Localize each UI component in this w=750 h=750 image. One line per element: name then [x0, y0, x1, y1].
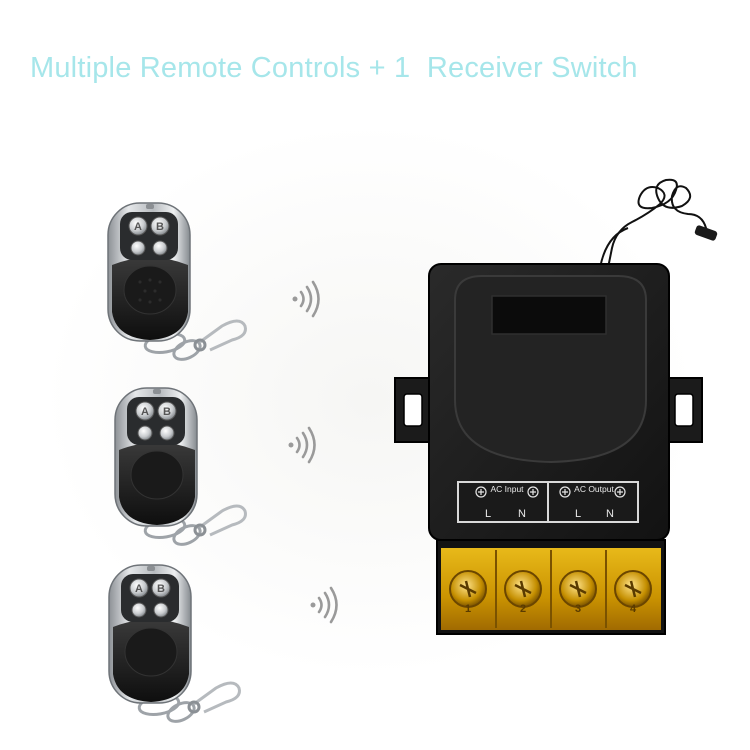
page-title: Multiple Remote Controls + 1 Receiver Sw…: [30, 52, 638, 84]
ac-input-label: AC Input: [490, 484, 524, 494]
terminal-number: 2: [520, 603, 526, 615]
ac-output-label: AC Output: [574, 484, 614, 494]
remote-button-a-label: A: [141, 406, 149, 418]
remote-button-a[interactable]: [129, 578, 149, 598]
keyring-icon: [137, 681, 241, 723]
remote-button-b-label: B: [156, 221, 164, 233]
remote-control-2: A B: [114, 387, 247, 546]
remote-button-a[interactable]: [135, 401, 155, 421]
terminal-screw[interactable]: [559, 570, 597, 608]
remote-button-b-label: B: [163, 406, 171, 418]
output-terminal-l: L: [575, 508, 581, 520]
remote-button-d[interactable]: [152, 240, 168, 256]
remote-button-b-label: B: [157, 583, 165, 595]
input-terminal-n: N: [518, 508, 526, 520]
remote-button-a-label: A: [134, 221, 142, 233]
wireless-signal-icon: [288, 426, 316, 464]
terminal-screw[interactable]: [504, 570, 542, 608]
remote-control-1: A B: [107, 202, 247, 361]
wireless-signal-icon: [310, 586, 338, 624]
remote-button-c[interactable]: [131, 602, 147, 618]
remote-button-c[interactable]: [130, 240, 146, 256]
remote-button-a[interactable]: [128, 216, 148, 236]
remote-button-b[interactable]: [150, 216, 170, 236]
remote-button-d[interactable]: [159, 425, 175, 441]
input-terminal-l: L: [485, 508, 491, 520]
keyring-icon: [143, 319, 247, 361]
terminal-screw[interactable]: [449, 570, 487, 608]
terminal-number: 4: [630, 603, 637, 615]
wireless-signal-icon: [292, 280, 320, 318]
remote-button-d[interactable]: [153, 602, 169, 618]
output-terminal-n: N: [606, 508, 614, 520]
antenna-wire: [599, 178, 713, 269]
remote-button-c[interactable]: [137, 425, 153, 441]
terminal-number: 1: [465, 603, 471, 615]
remote-button-b[interactable]: [151, 578, 171, 598]
keyring-icon: [143, 504, 247, 546]
receiver-switch: AC Input AC Output L N L N 1: [394, 178, 718, 635]
terminal-screw[interactable]: [614, 570, 652, 608]
indicator-window: [491, 295, 607, 335]
remote-button-a-label: A: [135, 583, 143, 595]
remote-button-b[interactable]: [157, 401, 177, 421]
terminal-number: 3: [575, 603, 581, 615]
remote-control-3: A B: [108, 564, 241, 723]
